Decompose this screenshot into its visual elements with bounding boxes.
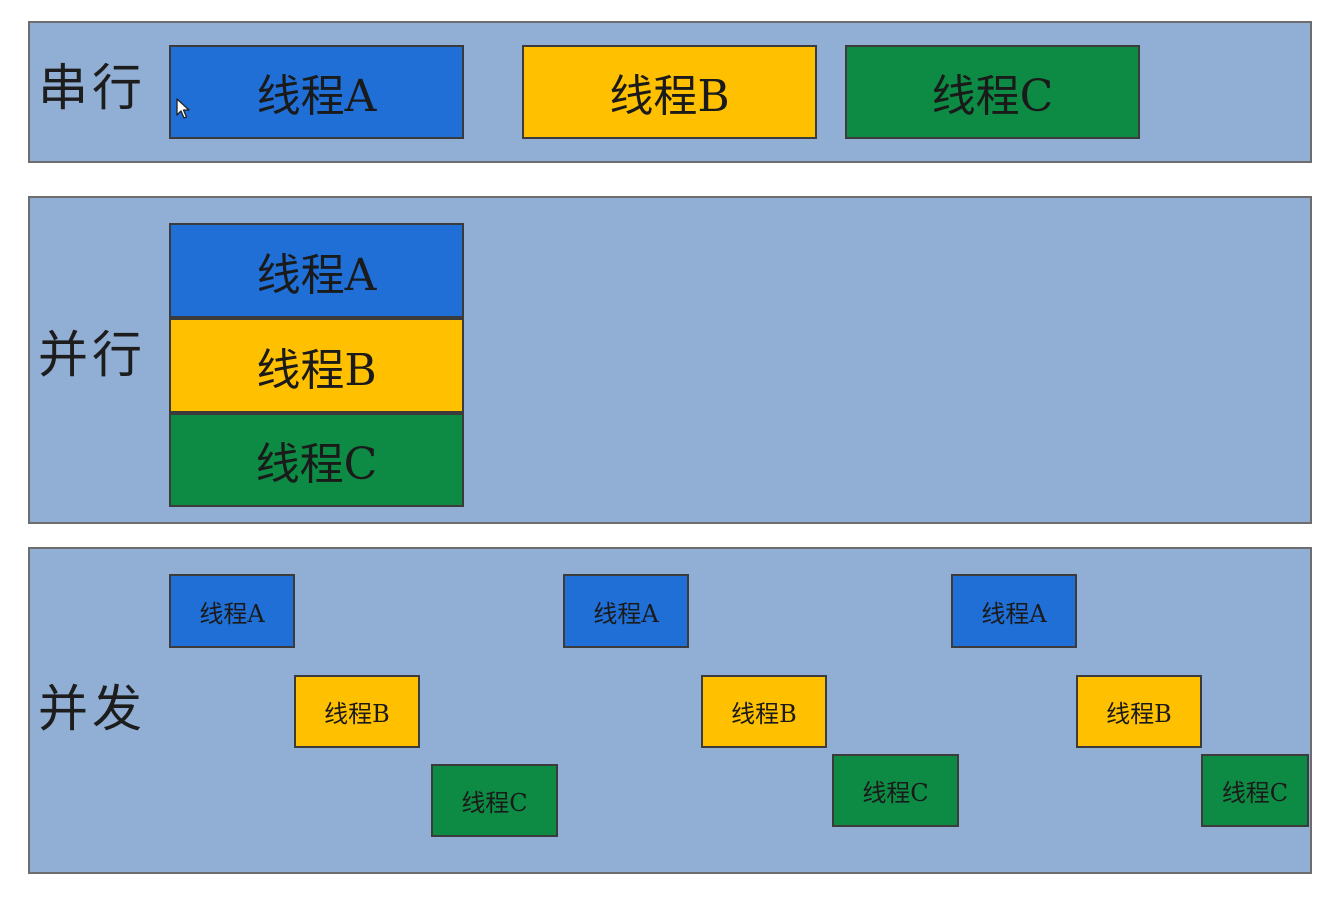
parallel-label: 并行 (38, 326, 146, 384)
parallel-thread-a-block: 线程A (169, 223, 464, 318)
concurrent-thread-b-block: 线程B (294, 675, 420, 748)
mouse-cursor-icon (176, 98, 190, 119)
serial-thread-c-block: 线程C (845, 45, 1140, 139)
concurrent-thread-c-block: 线程C (832, 754, 959, 827)
concurrent-thread-a-block: 线程A (563, 574, 689, 648)
serial-label: 串行 (38, 59, 146, 117)
serial-thread-b-block: 线程B (522, 45, 817, 139)
concurrent-thread-c-block: 线程C (1201, 754, 1309, 827)
concurrent-label: 并发 (38, 680, 146, 738)
parallel-thread-c-block: 线程C (169, 413, 464, 507)
concurrent-thread-a-block: 线程A (169, 574, 295, 648)
concurrent-thread-a-block: 线程A (951, 574, 1077, 648)
serial-thread-a-block: 线程A (169, 45, 464, 139)
concurrent-thread-c-block: 线程C (431, 764, 558, 837)
concurrent-thread-b-block: 线程B (1076, 675, 1202, 748)
concurrent-thread-b-block: 线程B (701, 675, 827, 748)
parallel-thread-b-block: 线程B (169, 318, 464, 413)
